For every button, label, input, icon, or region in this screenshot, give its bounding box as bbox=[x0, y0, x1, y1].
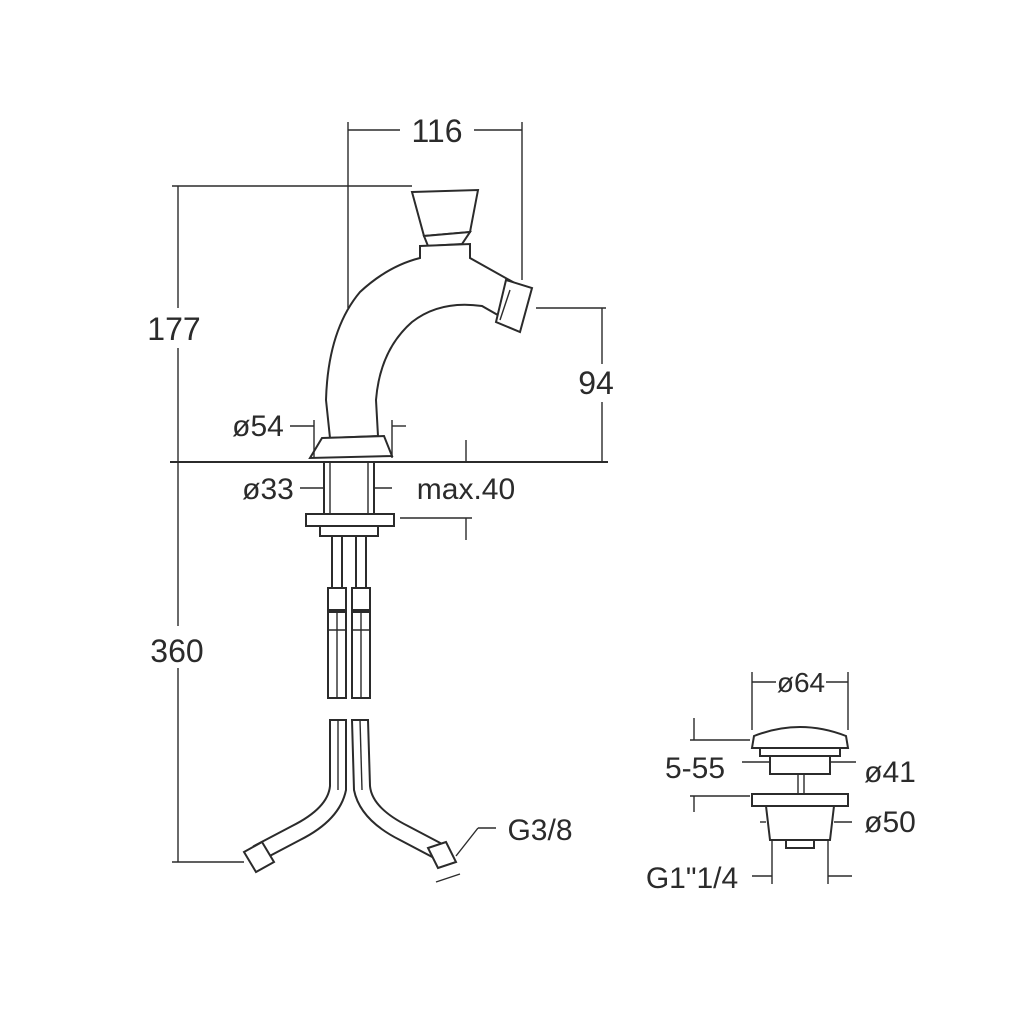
dim-max-thickness-label: max.40 bbox=[417, 473, 515, 506]
dim-base-dia-label: ø54 bbox=[232, 410, 284, 443]
dim-width-label: 116 bbox=[411, 113, 462, 149]
dim-range-label: 5-55 bbox=[665, 752, 725, 785]
dim-hose-length-label: 360 bbox=[150, 633, 203, 669]
dim-flange-dia-label: ø50 bbox=[864, 806, 916, 839]
drain-dimension-lines bbox=[690, 672, 856, 884]
dim-shank-dia-label: ø33 bbox=[242, 473, 294, 506]
dim-cap-dia-label: ø64 bbox=[777, 667, 825, 698]
dim-hose-thread-label: G3/8 bbox=[507, 814, 572, 847]
dim-height-label: 177 bbox=[147, 311, 200, 347]
drain-outline bbox=[750, 726, 850, 849]
faucet-outline bbox=[242, 188, 534, 874]
dim-thread-label: G1"1/4 bbox=[646, 862, 738, 895]
faucet-dimension-lines bbox=[170, 122, 608, 883]
dim-spout-label: 94 bbox=[578, 365, 614, 401]
dim-body-dia-label: ø41 bbox=[864, 756, 916, 789]
